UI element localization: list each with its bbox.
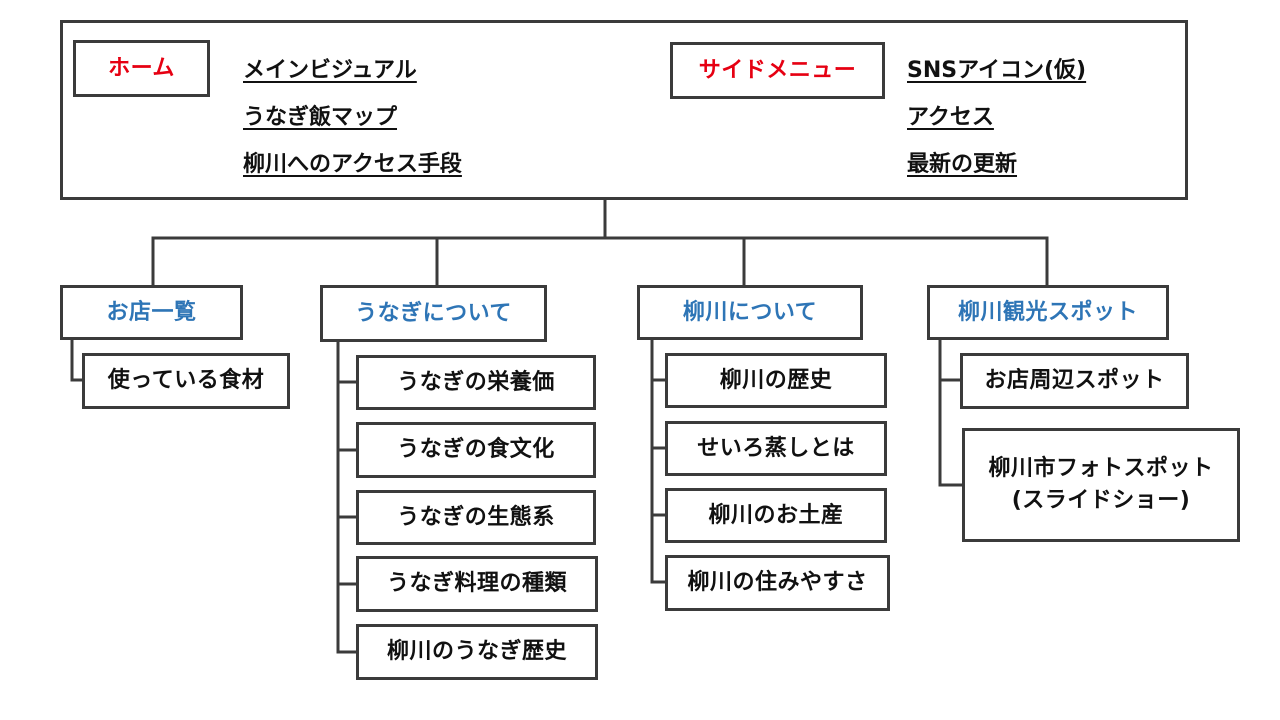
page-yanagawa-souvenirs[interactable]: 柳川のお土産 xyxy=(665,488,887,543)
page-unagi-ecology[interactable]: うなぎの生態系 xyxy=(356,490,596,545)
page-ingredients[interactable]: 使っている食材 xyxy=(82,353,290,409)
section-shop-list[interactable]: お店一覧 xyxy=(60,285,243,340)
home-label: ホーム xyxy=(73,40,210,97)
page-unagi-food-culture[interactable]: うなぎの食文化 xyxy=(356,422,596,478)
page-yanagawa-history[interactable]: 柳川の歴史 xyxy=(665,353,887,408)
photo-spots-title: 柳川市フォトスポット xyxy=(988,456,1214,482)
top-frame xyxy=(60,20,1188,200)
side-item-access[interactable]: アクセス xyxy=(907,105,994,130)
side-menu-label: サイドメニュー xyxy=(670,42,885,99)
page-yanagawa-unagi-history[interactable]: 柳川のうなぎ歴史 xyxy=(356,624,598,680)
section-about-unagi[interactable]: うなぎについて xyxy=(320,285,547,342)
side-item-sns-icon[interactable]: SNSアイコン(仮) xyxy=(907,58,1087,83)
page-seiromushi[interactable]: せいろ蒸しとは xyxy=(665,421,887,476)
section-yanagawa-spots[interactable]: 柳川観光スポット xyxy=(927,285,1169,340)
section-about-yanagawa[interactable]: 柳川について xyxy=(637,285,863,340)
page-photo-spots[interactable]: 柳川市フォトスポット (スライドショー) xyxy=(962,428,1240,542)
page-unagi-dish-types[interactable]: うなぎ料理の種類 xyxy=(356,556,598,612)
photo-spots-subtitle: (スライドショー) xyxy=(1011,488,1191,513)
page-unagi-nutrition[interactable]: うなぎの栄養価 xyxy=(356,355,596,410)
side-item-latest-updates[interactable]: 最新の更新 xyxy=(907,152,1018,177)
page-yanagawa-livability[interactable]: 柳川の住みやすさ xyxy=(665,555,890,611)
home-item-access-means[interactable]: 柳川へのアクセス手段 xyxy=(243,152,462,177)
home-item-unagi-map[interactable]: うなぎ飯マップ xyxy=(243,105,398,130)
page-shop-nearby-spots[interactable]: お店周辺スポット xyxy=(960,353,1189,409)
home-item-main-visual[interactable]: メインビジュアル xyxy=(243,58,417,83)
